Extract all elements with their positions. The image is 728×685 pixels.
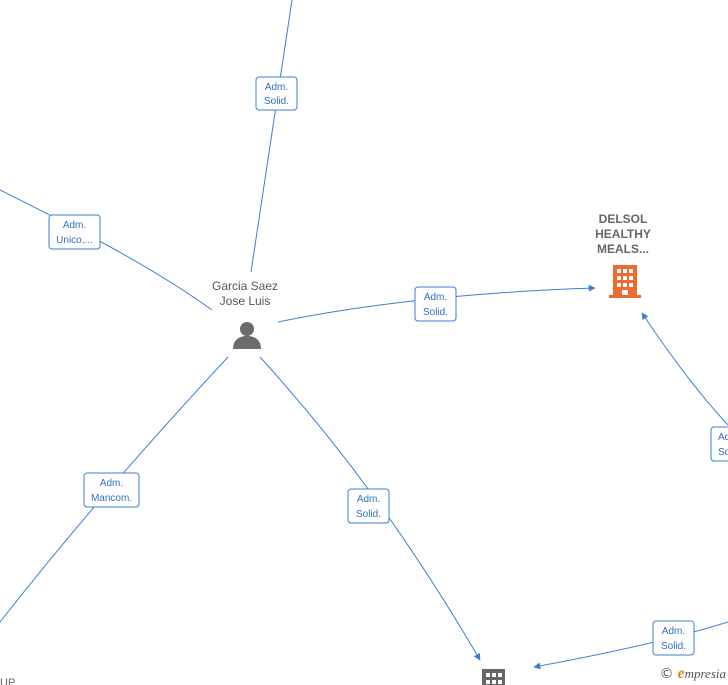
edge-label-line1: Ad	[718, 432, 728, 443]
person-name-line2: Jose Luis	[220, 294, 271, 308]
person-icon	[233, 322, 261, 349]
brand-logo-e: e	[677, 665, 685, 682]
edge-label-line2: Solid.	[661, 641, 686, 652]
edge-line-top	[250, 0, 293, 273]
edge-label-line1: Adm.	[357, 494, 380, 505]
edge-label-line1: Adm.	[662, 626, 685, 637]
edge-label-line2: Mancom.	[91, 493, 132, 504]
edge-label[interactable]: Adm. Solid.	[414, 286, 457, 322]
edge-label-line1: Adm.	[424, 292, 447, 303]
edge-label-line2: Solid.	[356, 509, 381, 520]
edge-line-right-to-bottom-company	[533, 621, 728, 670]
company-name-line1: DELSOL	[599, 212, 648, 226]
edge-label-line2: Solid.	[264, 96, 289, 107]
edge-label-line2: Unico,...	[56, 235, 93, 246]
company-node-bottom[interactable]	[482, 669, 505, 685]
building-icon	[609, 265, 641, 298]
company-name-line3: MEALS...	[597, 242, 649, 256]
edge-label-line2: Solid.	[423, 307, 448, 318]
copyright-icon: ©	[659, 666, 674, 682]
edge-label-line2: So	[718, 447, 728, 458]
edge-label-line1: Adm.	[63, 220, 86, 231]
edge-line-right-to-company	[641, 312, 728, 426]
edge-label-line1: Adm.	[265, 82, 288, 93]
edge-label-partial[interactable]: Ad So	[710, 426, 728, 462]
edge-label[interactable]: Adm. Solid.	[652, 620, 695, 656]
person-name-line1: Garcia Saez	[212, 279, 278, 293]
person-node[interactable]: Garcia Saez Jose Luis	[212, 279, 278, 349]
building-icon	[482, 669, 505, 685]
edge-label[interactable]: Adm. Unico,...	[48, 214, 101, 250]
partial-node-label: UP	[0, 677, 15, 685]
edge-label-line1: Adm.	[100, 478, 123, 489]
brand-logo-text: mpresia	[684, 666, 726, 681]
edge-label[interactable]: Adm. Solid.	[347, 488, 390, 524]
edge-line-left	[0, 189, 213, 311]
edge-label[interactable]: Adm. Mancom.	[83, 472, 140, 508]
company-name-line2: HEALTHY	[595, 227, 651, 241]
company-node[interactable]: DELSOL HEALTHY MEALS...	[595, 212, 651, 298]
watermark: ©empresia	[659, 665, 726, 683]
edge-label[interactable]: Adm. Solid.	[255, 76, 298, 111]
